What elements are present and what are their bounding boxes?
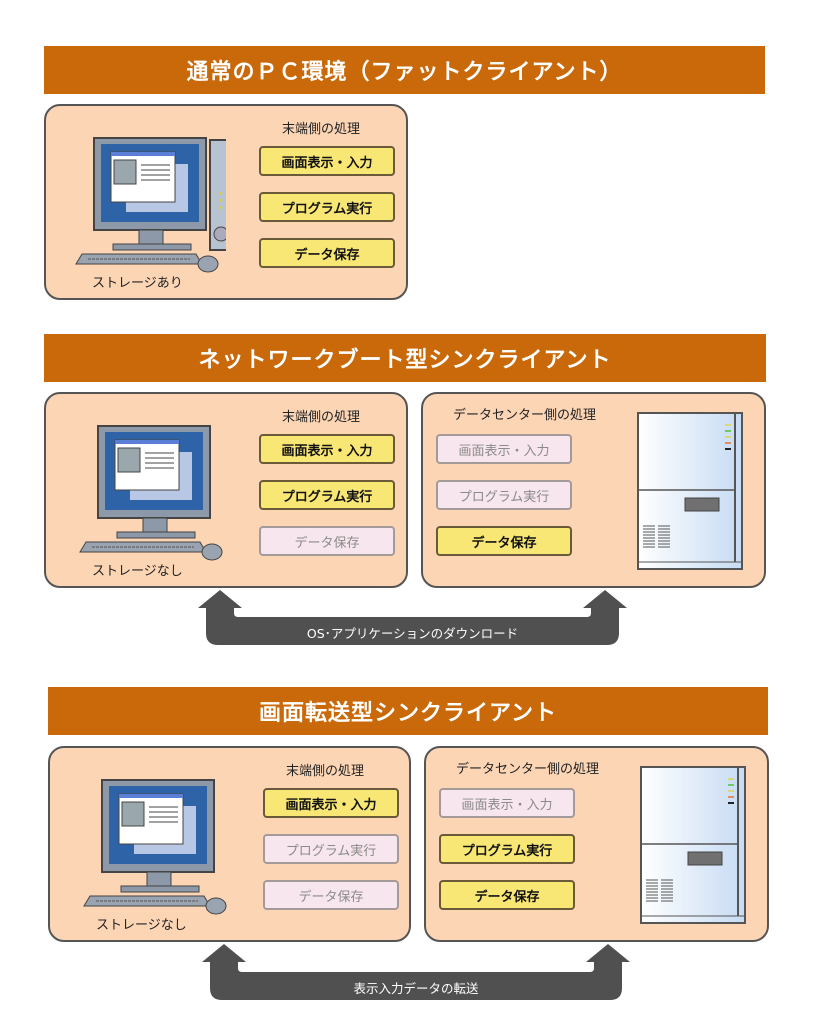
storage-label: ストレージあり	[92, 276, 183, 291]
terminal-panel: 末端側の処理 ストレージあり 画面表示・入力プログラム実行データ保存	[44, 104, 408, 300]
transfer-label: OS･アプリケーションのダウンロード	[306, 626, 519, 641]
thin-client-pc-icon	[64, 774, 234, 928]
task-box: 画面表示・入力	[259, 146, 395, 176]
task-box: プログラム実行	[263, 834, 399, 864]
terminal-label: 末端側の処理	[282, 122, 361, 137]
storage-label: ストレージなし	[96, 918, 187, 933]
task-label: 画面表示・入力	[281, 443, 373, 459]
terminal-panel: 末端側の処理 ストレージなし 画面表示・入力プログラム実行データ保存	[48, 746, 411, 942]
task-label: プログラム実行	[285, 843, 377, 859]
task-label: データ保存	[294, 247, 360, 263]
section-title: ネットワークブート型シンクライアント	[198, 348, 612, 373]
section-title-banner: 画面転送型シンクライアント	[48, 687, 768, 735]
server-icon	[640, 766, 748, 930]
section-title-banner: ネットワークブート型シンクライアント	[44, 334, 766, 382]
datacenter-label: データセンター側の処理	[456, 762, 600, 777]
section-title: 通常のＰＣ環境（ファットクライアント）	[186, 60, 623, 85]
datacenter-label: データセンター側の処理	[453, 408, 597, 423]
task-label: データ保存	[298, 889, 364, 905]
task-box: 画面表示・入力	[259, 434, 395, 464]
storage-label: ストレージなし	[92, 564, 183, 579]
task-label: データ保存	[471, 535, 537, 551]
task-box: プログラム実行	[259, 480, 395, 510]
section-title: 画面転送型シンクライアント	[258, 701, 558, 726]
task-label: 画面表示・入力	[281, 155, 373, 171]
transfer-label: 表示入力データの転送	[353, 981, 479, 996]
task-box: 画面表示・入力	[436, 434, 572, 464]
datacenter-panel: データセンター側の処理 画面表示・入力プログラム実行データ保存	[424, 746, 769, 942]
task-label: 画面表示・入力	[285, 797, 377, 813]
thin-client-pc-icon	[60, 420, 230, 574]
server-icon	[637, 412, 745, 576]
task-box: データ保存	[263, 880, 399, 910]
task-box: 画面表示・入力	[439, 788, 575, 818]
task-label: データ保存	[474, 889, 540, 905]
task-label: プログラム実行	[461, 843, 553, 859]
task-box: データ保存	[259, 238, 395, 268]
task-label: プログラム実行	[281, 201, 373, 217]
task-box: 画面表示・入力	[263, 788, 399, 818]
desktop-pc-icon	[56, 132, 241, 286]
task-label: 画面表示・入力	[461, 797, 553, 813]
terminal-label: 末端側の処理	[282, 410, 361, 425]
task-box: データ保存	[436, 526, 572, 556]
task-label: プログラム実行	[281, 489, 373, 505]
task-box: プログラム実行	[259, 192, 395, 222]
task-label: データ保存	[294, 535, 360, 551]
task-box: プログラム実行	[436, 480, 572, 510]
terminal-panel: 末端側の処理 ストレージなし 画面表示・入力プログラム実行データ保存	[44, 392, 408, 588]
section-title-banner: 通常のＰＣ環境（ファットクライアント）	[44, 46, 765, 94]
datacenter-panel: データセンター側の処理 画面表示・入力プログラム実行データ保存	[421, 392, 766, 588]
task-box: データ保存	[439, 880, 575, 910]
task-box: データ保存	[259, 526, 395, 556]
task-label: プログラム実行	[458, 489, 550, 505]
task-box: プログラム実行	[439, 834, 575, 864]
terminal-label: 末端側の処理	[286, 764, 365, 779]
task-label: 画面表示・入力	[458, 443, 550, 459]
